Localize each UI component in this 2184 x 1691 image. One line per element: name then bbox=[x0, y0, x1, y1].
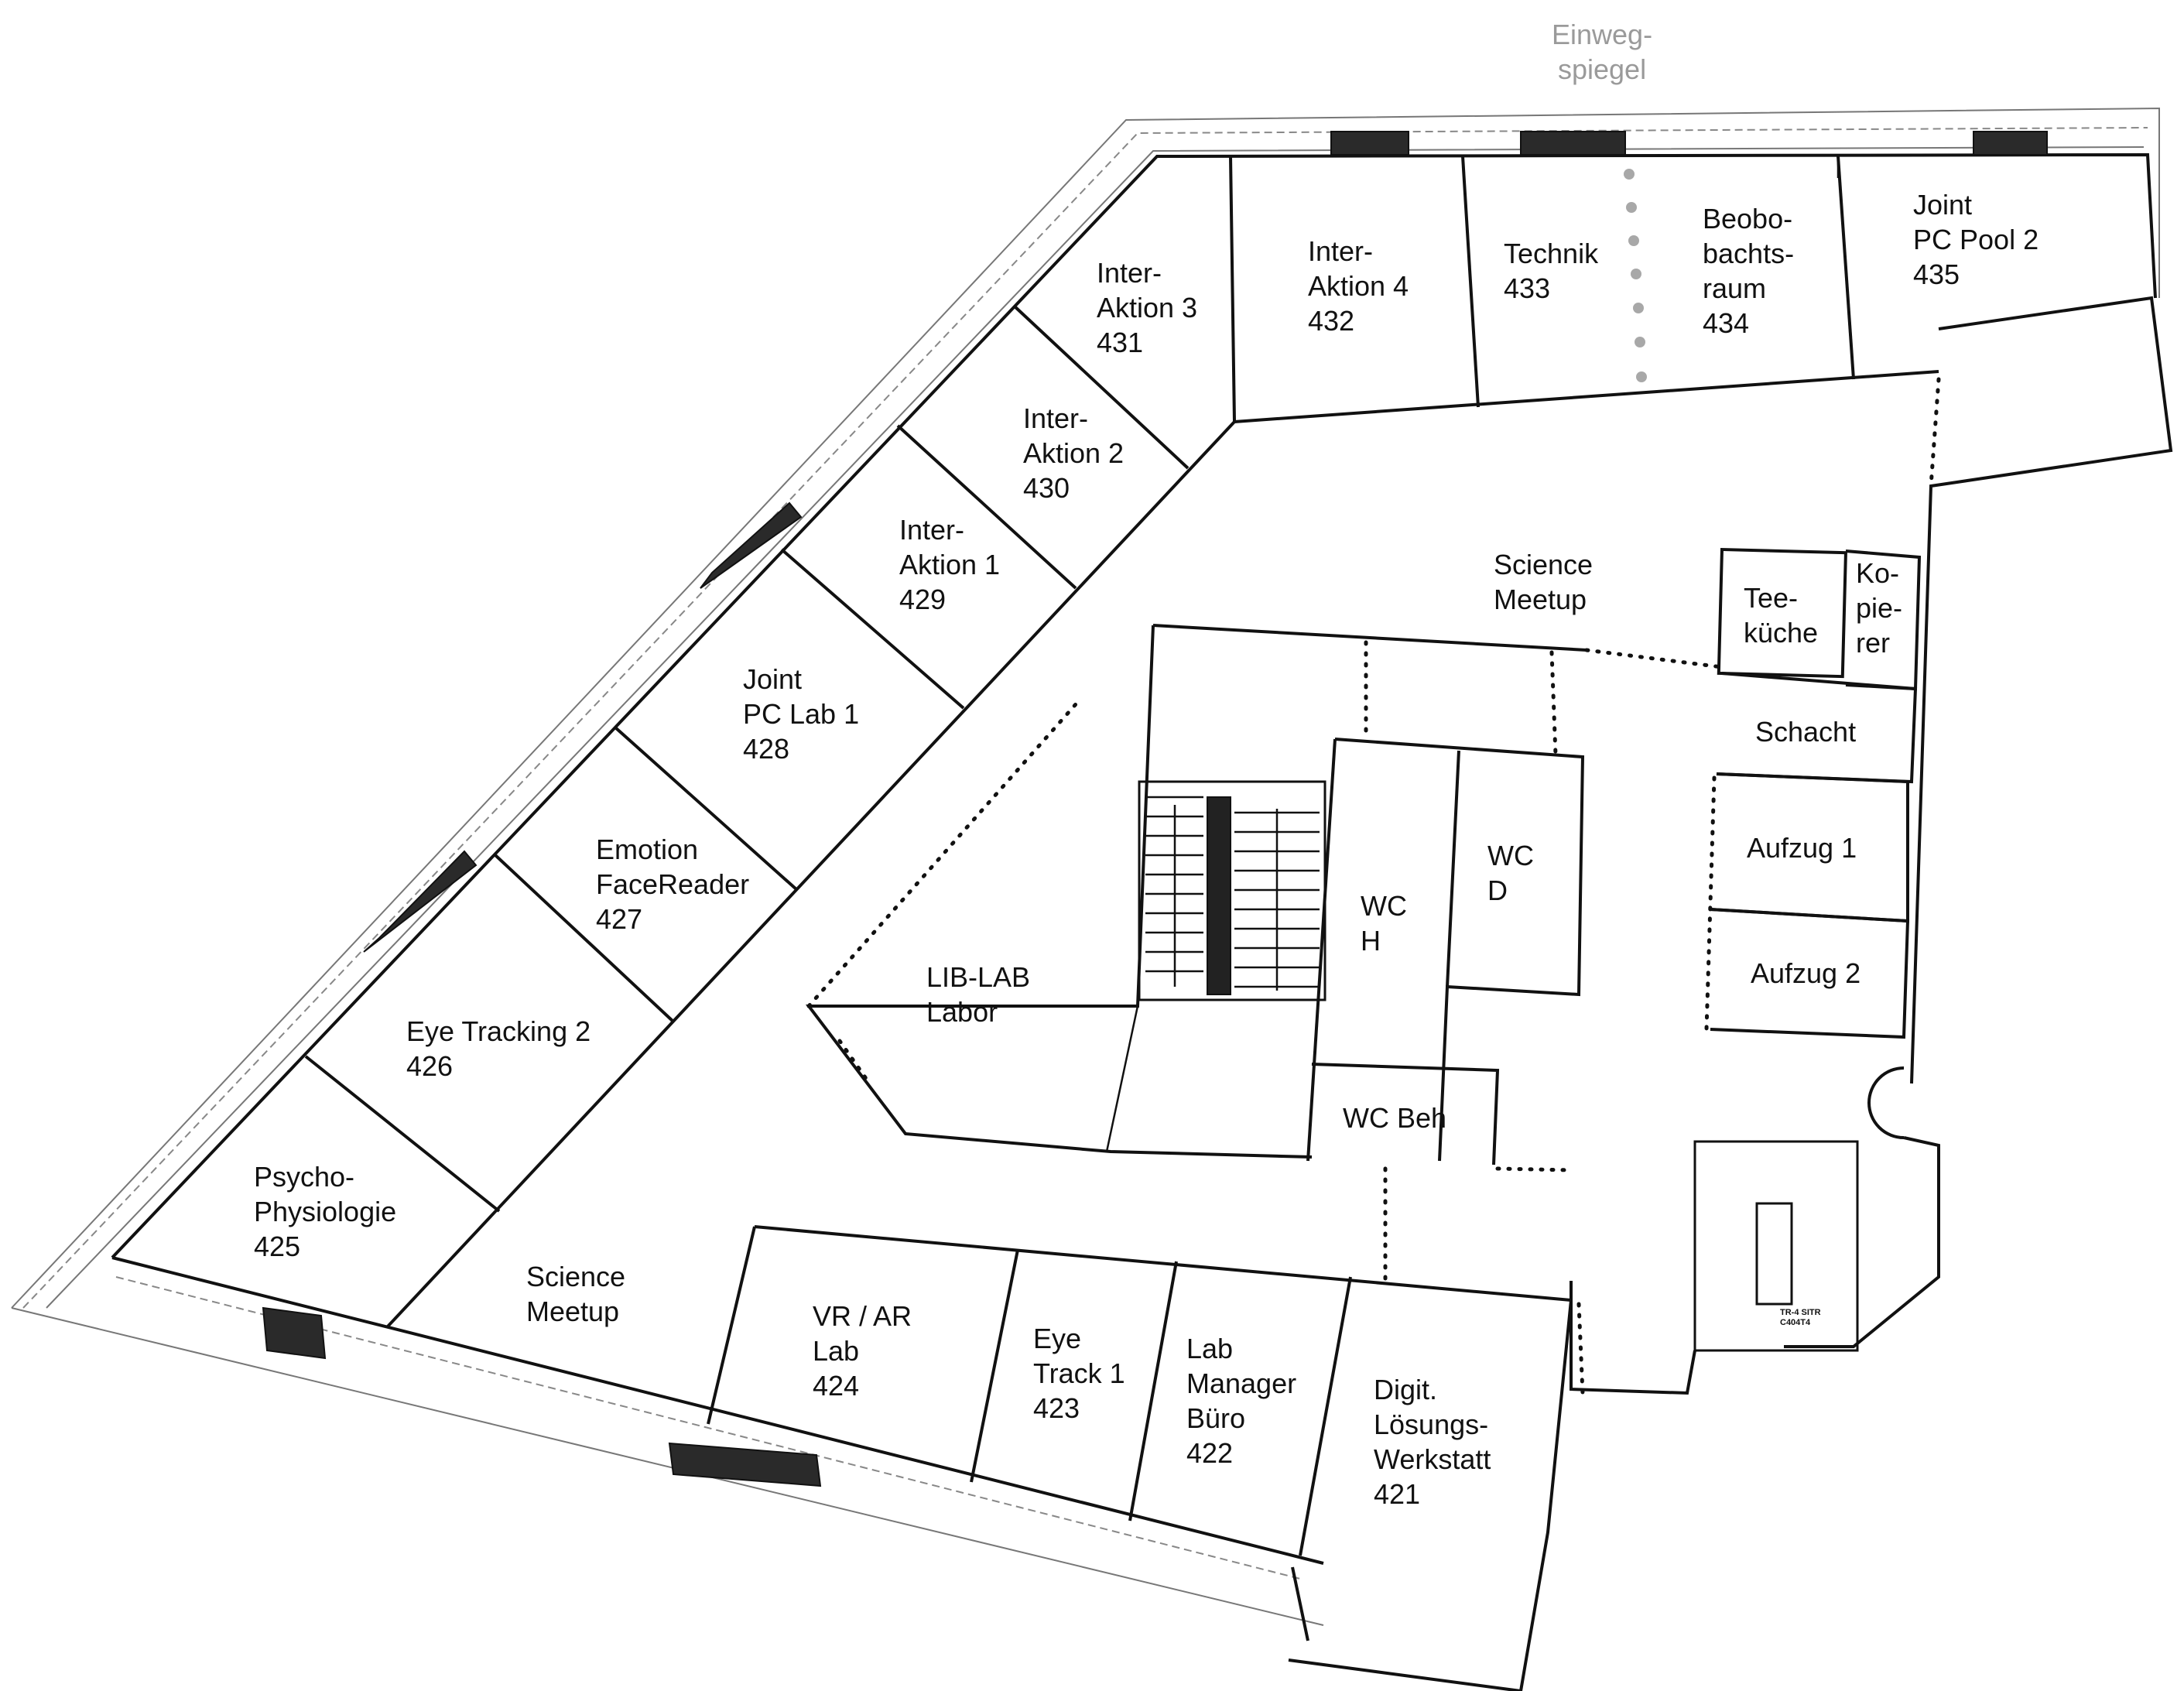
kopierer-label: Ko- pie- rer bbox=[1856, 557, 1903, 659]
room-421-label: Digit. Lösungs- Werkstatt 421 bbox=[1374, 1374, 1491, 1510]
east-staircase bbox=[1570, 1066, 1940, 1395]
wc-beh-label: WC Beh bbox=[1343, 1102, 1447, 1134]
room-435-label: Joint PC Pool 2 435 bbox=[1913, 189, 2039, 290]
aufzug-1-label: Aufzug 1 bbox=[1747, 832, 1857, 864]
room-424-label: VR / AR Lab 424 bbox=[813, 1300, 912, 1402]
aufzug-2-label: Aufzug 2 bbox=[1751, 957, 1861, 989]
room-427-label: Emotion FaceReader 427 bbox=[596, 834, 750, 935]
lib-lab-label: LIB-LAB Labor bbox=[926, 961, 1031, 1028]
science-meetup-south-label: Science Meetup bbox=[526, 1261, 626, 1327]
wc-d-label: WC D bbox=[1487, 840, 1534, 906]
science-meetup-north-label: Science Meetup bbox=[1494, 549, 1593, 615]
room-430-label: Inter- Aktion 2 430 bbox=[1023, 402, 1125, 504]
room-434-label: Beobo- bachts- raum 434 bbox=[1703, 203, 1795, 339]
room-433-label: Technik 433 bbox=[1504, 238, 1599, 304]
wc-h-label: WC H bbox=[1361, 890, 1407, 957]
schacht-label: Schacht bbox=[1755, 716, 1857, 748]
room-425-label: Psycho- Physiologie 425 bbox=[254, 1161, 397, 1262]
room-428-label: Joint PC Lab 1 428 bbox=[743, 663, 860, 765]
service-block-walls bbox=[1704, 547, 1922, 1039]
room-431-label: Inter- Aktion 3 431 bbox=[1097, 257, 1198, 358]
central-staircase bbox=[1138, 780, 1326, 1001]
room-426-label: Eye Tracking 2 426 bbox=[406, 1015, 591, 1082]
diagonal-window-bands bbox=[363, 131, 2048, 953]
room-422-label: Lab Manager Büro 422 bbox=[1186, 1333, 1297, 1469]
one-way-mirror-dots bbox=[1624, 169, 1647, 382]
stair-code-label: TR-4 SITR C404T4 bbox=[1780, 1308, 1821, 1327]
south-rooms-walls bbox=[262, 1166, 1573, 1691]
diagonal-rooms-walls bbox=[304, 304, 1236, 1329]
north-rooms-walls bbox=[1229, 156, 2173, 1084]
room-423-label: Eye Track 1 423 bbox=[1033, 1323, 1125, 1424]
facade-lines bbox=[11, 107, 2160, 1626]
one-way-mirror-note: Einweg- spiegel bbox=[1552, 19, 1653, 85]
room-432-label: Inter- Aktion 4 432 bbox=[1308, 235, 1409, 337]
teekueche-label: Tee- küche bbox=[1744, 582, 1819, 649]
room-429-label: Inter- Aktion 1 429 bbox=[899, 514, 1001, 615]
core-walls bbox=[805, 624, 1724, 1172]
outer-walls bbox=[111, 152, 2157, 1565]
